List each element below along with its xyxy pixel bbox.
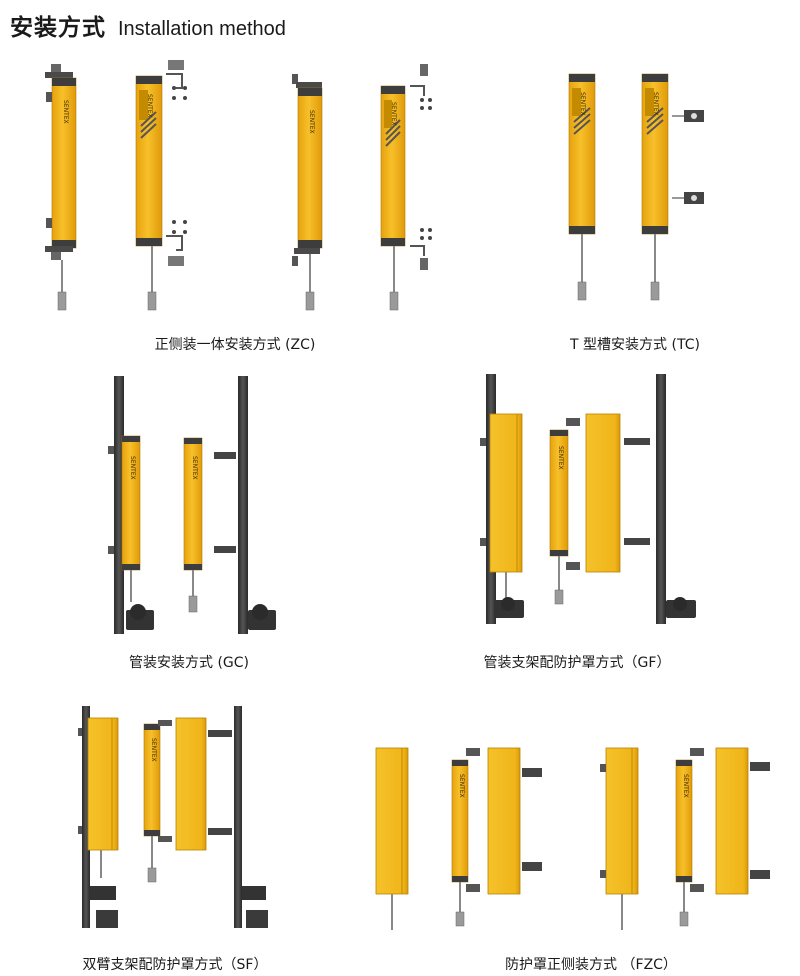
brand-label: SENTEX (308, 110, 315, 134)
sensor-unit (380, 64, 432, 311)
brand-label: SENTEX (458, 774, 465, 798)
mounting-pole (238, 376, 248, 634)
sensor-unit (675, 759, 693, 927)
protective-shield (715, 747, 749, 895)
protective-shield (487, 747, 521, 895)
diagram-tc (568, 73, 704, 301)
brand-label: SENTEX (191, 456, 198, 480)
sensor-unit (45, 64, 77, 311)
mounting-pole (114, 376, 124, 634)
sensor-unit (121, 435, 141, 602)
caption-gc: 管装安装方式 (GC) (129, 655, 249, 671)
caption-tc: T 型槽安装方式 (TC) (570, 337, 700, 353)
brand-label: SENTEX (129, 456, 136, 480)
diagram-sf (78, 706, 268, 928)
diagram-zc (45, 60, 432, 311)
sensor-unit (143, 723, 161, 883)
brand-label: SENTEX (146, 94, 153, 118)
mounting-pole (234, 706, 242, 928)
diagram-fzc (375, 747, 770, 930)
page-title-en: Installation method (118, 18, 286, 40)
brand-marks: SENTEX SENTEX SENTEX SENTEX SENTEX SENTEX SENT… (62, 92, 689, 798)
protective-shield (375, 747, 409, 895)
protective-shield (175, 717, 207, 851)
diagram-gc (108, 376, 276, 634)
page-title-cn: 安装方式 (10, 15, 106, 41)
protective-shield (585, 413, 621, 573)
protective-shield (87, 717, 119, 851)
sensor-unit (568, 73, 596, 301)
caption-sf: 双臂支架配防护罩方式（SF） (82, 957, 268, 973)
mounting-pole (82, 706, 90, 928)
sensor-unit (641, 73, 704, 301)
brand-label: SENTEX (557, 446, 564, 470)
sensor-unit (183, 437, 203, 613)
sensor-unit (135, 60, 187, 311)
sensor-unit (451, 759, 469, 927)
diagram-gf (480, 374, 696, 624)
sensor-unit (549, 429, 569, 605)
brand-label: SENTEX (682, 774, 689, 798)
caption-fzc: 防护罩正侧装方式 （FZC） (505, 957, 677, 973)
protective-shield (605, 747, 639, 895)
caption-zc: 正侧装一体安装方式 (ZC) (154, 337, 316, 353)
page-title: 安装方式 Installation method (10, 8, 286, 44)
brand-label: SENTEX (62, 100, 69, 124)
mounting-pole (656, 374, 666, 624)
sensor-unit (292, 74, 323, 311)
brand-label: SENTEX (390, 102, 397, 126)
caption-gf: 管装支架配防护罩方式（GF） (483, 655, 671, 671)
brand-label: SENTEX (150, 738, 157, 762)
brand-label: SENTEX (579, 92, 586, 116)
brand-label: SENTEX (652, 92, 659, 116)
